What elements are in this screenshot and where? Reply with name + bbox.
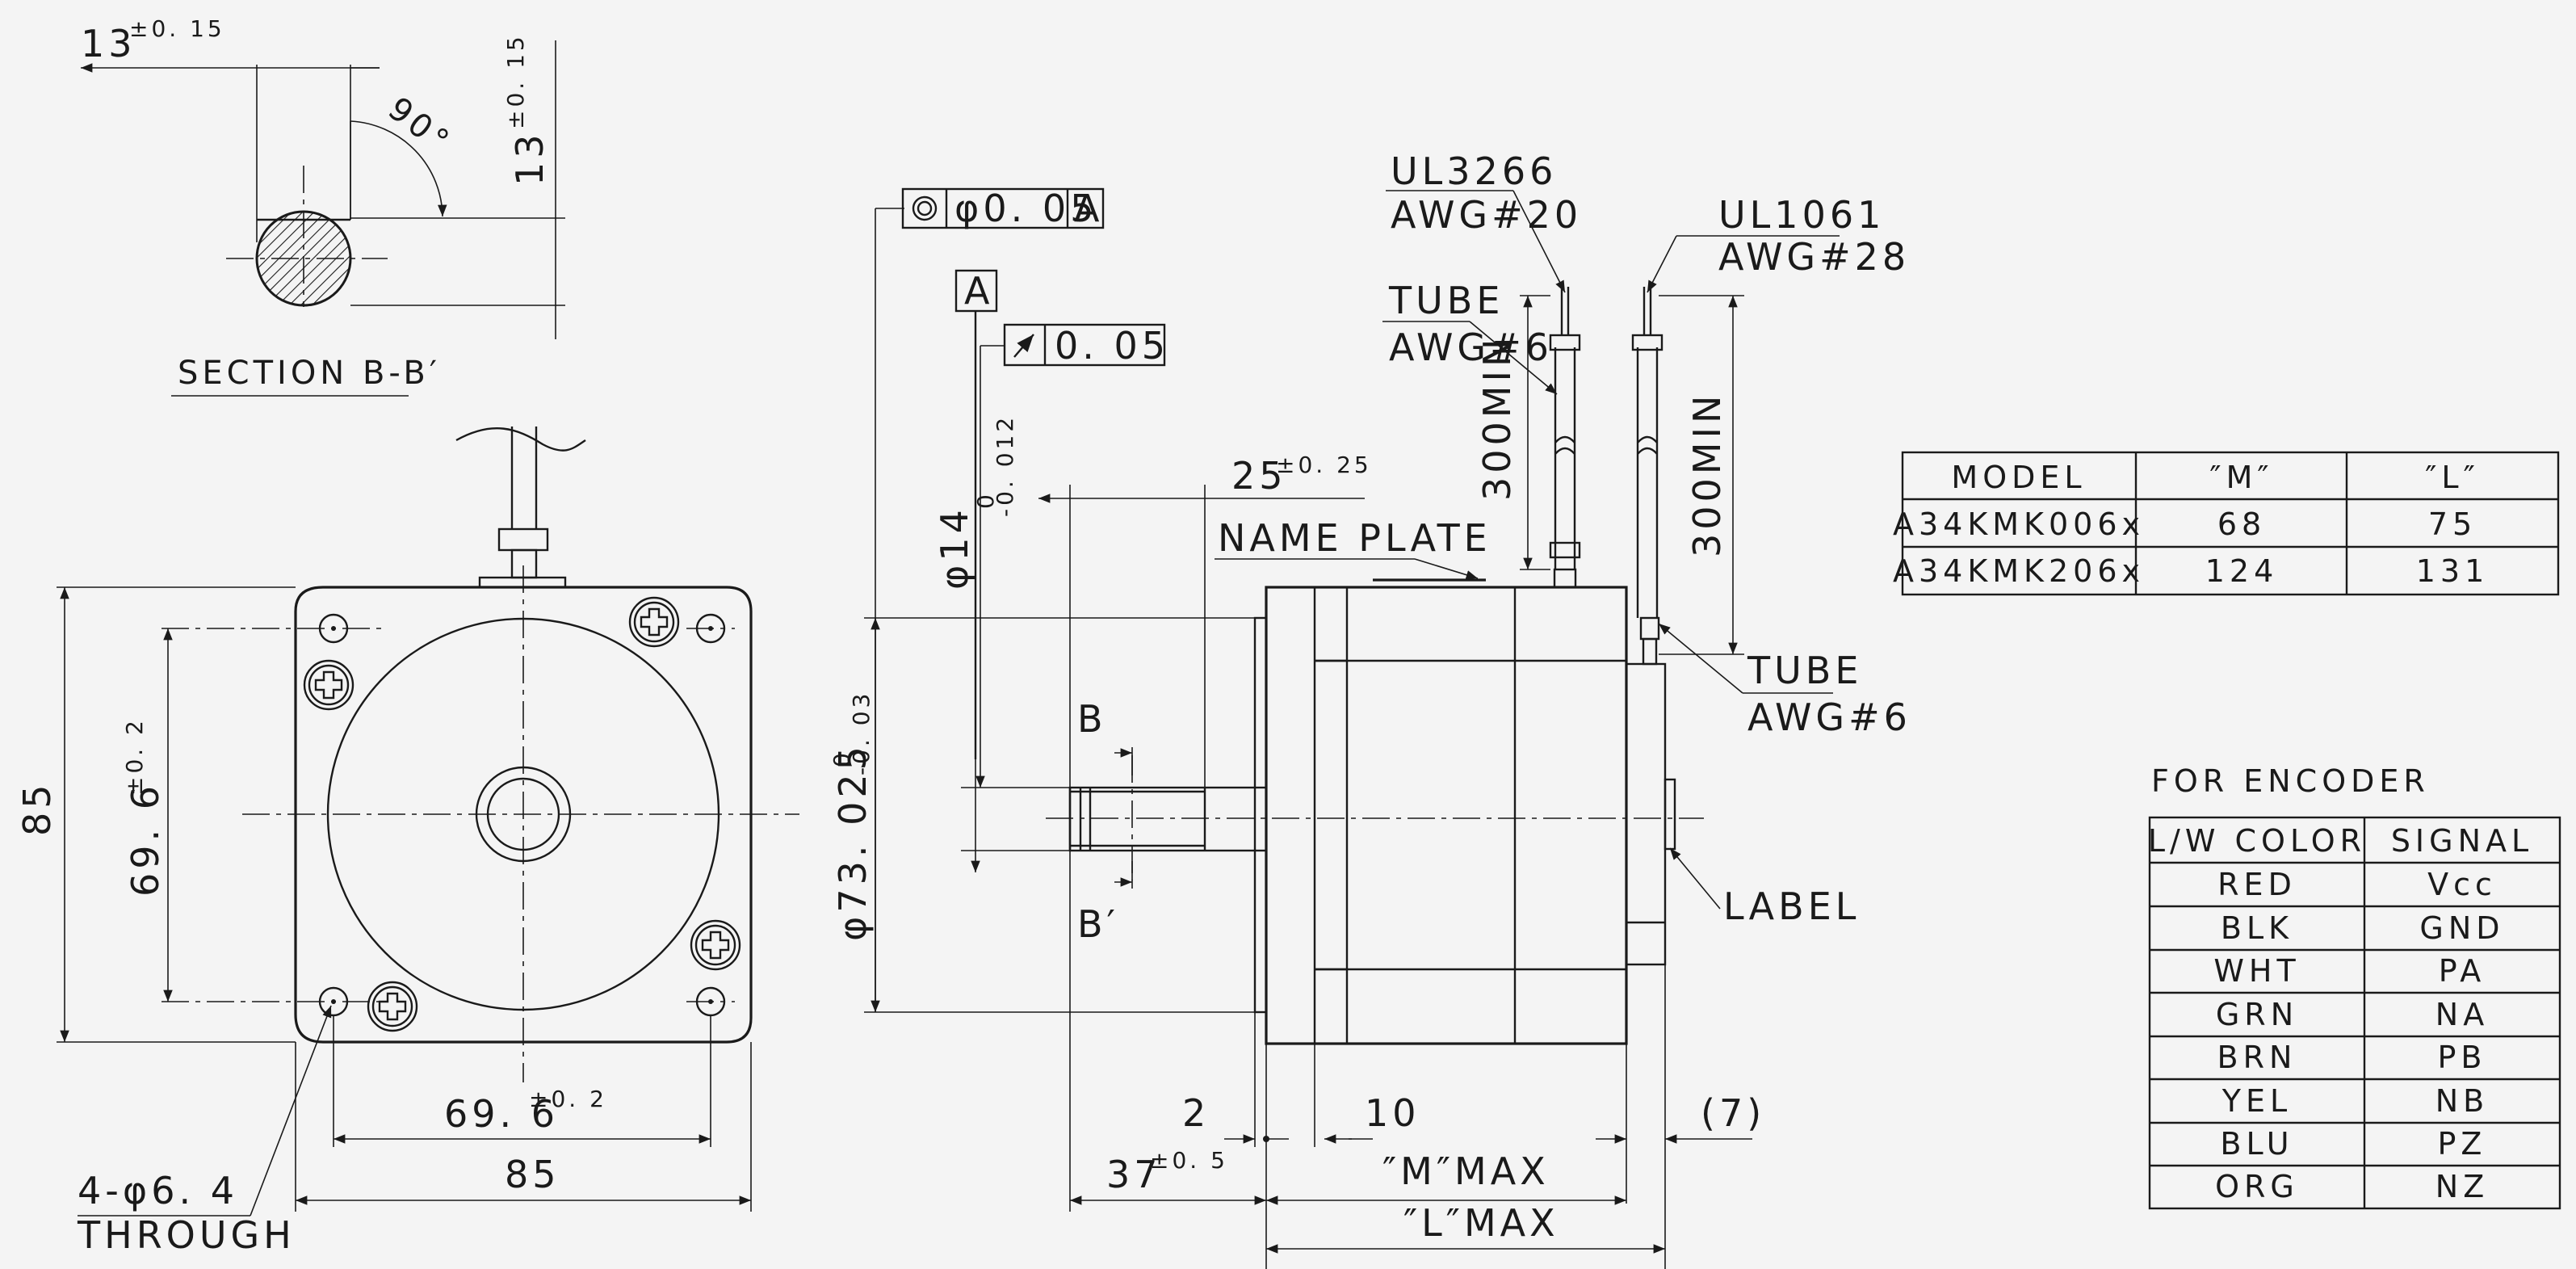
model-header-l: ″L″ <box>2425 460 2480 495</box>
encoder-row-color: RED <box>2217 867 2297 902</box>
lead2-line2: AWG#28 <box>1718 235 1910 279</box>
dim-pilot: 2 <box>1182 1091 1210 1135</box>
shaft-dia: φ14 <box>933 506 976 590</box>
runout-value: 0. 05 <box>1055 324 1169 368</box>
section-b-prime-mark: B′ <box>1077 902 1119 946</box>
dim-l: ″L″MAX <box>1403 1201 1559 1245</box>
front-dim-width: 85 <box>505 1153 560 1196</box>
shaft-length: 25 <box>1231 454 1287 498</box>
front-dim-bolt-horizontal: 69. 6 <box>444 1092 559 1136</box>
lead1-line1: UL3266 <box>1391 149 1557 193</box>
model-row1-m: 68 <box>2217 506 2266 542</box>
dim-37-tol: ±0. 5 <box>1150 1147 1228 1174</box>
section-dim-width: 13 <box>81 22 136 65</box>
bolt-hole-tr <box>686 613 735 644</box>
encoder-row-color: ORG <box>2215 1169 2299 1204</box>
side-view: φ0. 05 A A 0. 05 φ14 0 -0. 012 φ73. 025 … <box>829 149 1911 1269</box>
encoder-header-color: L/W COLOR <box>2148 823 2366 859</box>
lead2-line1: UL1061 <box>1718 193 1885 237</box>
name-plate-label: NAME PLATE <box>1218 516 1491 560</box>
encoder-row-color: BRN <box>2217 1040 2297 1075</box>
model-row1-l: 75 <box>2428 506 2477 542</box>
screw-tr <box>628 596 680 648</box>
shaft-length-tol: ±0. 25 <box>1276 452 1372 478</box>
tube2-line1: TUBE <box>1747 649 1862 692</box>
front-dim-bolt-horizontal-tol: ±0. 2 <box>529 1086 607 1112</box>
screw-bl <box>367 981 418 1032</box>
section-b-mark: B <box>1077 697 1107 741</box>
encoder-row-signal: Vcc <box>2427 867 2497 902</box>
encoder-row-signal: GND <box>2419 910 2504 946</box>
encoder-row-color: WHT <box>2213 953 2300 989</box>
dim-37: 37 <box>1106 1153 1162 1196</box>
dim-flange: 10 <box>1365 1091 1420 1135</box>
front-view: 85 69. 6 ±0. 2 69. 6 ±0. 2 85 4-φ6. 4 TH… <box>15 427 799 1257</box>
section-view: 13 ±0. 15 13 ±0. 15 90° SECTION B-B′ <box>81 15 565 397</box>
lead1-line2: AWG#20 <box>1391 193 1582 237</box>
model-table: MODEL ″M″ ″L″ A34KMK006x 68 75 A34KMK206… <box>1893 451 2560 596</box>
shaft-dia-tol-lower: -0. 012 <box>992 414 1018 517</box>
dim-7: (7) <box>1701 1091 1765 1135</box>
screw-br <box>690 919 741 971</box>
encoder-row-color: BLK <box>2221 910 2293 946</box>
model-row2-model: A34KMK206x <box>1893 553 2145 589</box>
shaft-dia-tol-upper: 0 <box>972 491 999 509</box>
encoder-header-signal: SIGNAL <box>2391 823 2533 859</box>
front-dim-bolt-vertical-tol: ±0. 2 <box>121 717 148 796</box>
label-callout: LABEL <box>1723 885 1860 928</box>
tube1-line1: TUBE <box>1388 279 1504 322</box>
hole-callout-line2: THROUGH <box>77 1213 296 1257</box>
pilot-dia-tol-upper: 0 <box>829 750 855 767</box>
datum-label: A <box>964 269 993 313</box>
dim-m: ″M″MAX <box>1382 1149 1550 1193</box>
front-dim-bolt-vertical: 69. 6 <box>124 782 167 897</box>
screw-tl <box>303 659 355 711</box>
model-row1-model: A34KMK006x <box>1893 506 2145 542</box>
bolt-hole-bl <box>162 986 384 1147</box>
section-dim-width-tol: ±0. 15 <box>129 15 225 42</box>
encoder-row-signal: NB <box>2435 1083 2490 1119</box>
encoder-row-color: BLU <box>2220 1126 2293 1162</box>
encoder-row-color: YEL <box>2221 1083 2292 1119</box>
model-header-model: MODEL <box>1951 460 2086 495</box>
encoder-title: FOR ENCODER <box>2151 763 2430 799</box>
tube2-line2: AWG#6 <box>1747 695 1911 739</box>
pilot-dia: φ73. 025 <box>831 742 875 941</box>
concentricity-datum: A <box>1074 187 1103 230</box>
encoder-row-signal: PA <box>2439 953 2486 989</box>
tube1-line2: AWG#6 <box>1389 326 1553 369</box>
lead1-length: 300MIN <box>1475 335 1519 501</box>
pilot-dia-tol-lower: -0. 03 <box>848 691 875 775</box>
hole-callout-line1: 4-φ6. 4 <box>78 1169 238 1212</box>
encoder-row-signal: NA <box>2435 997 2489 1032</box>
bolt-hole-br <box>686 986 735 1147</box>
front-dim-height: 85 <box>15 780 59 836</box>
encoder-row-signal: NZ <box>2435 1169 2489 1204</box>
encoder-table: FOR ENCODER L/W COLOR SIGNAL RED Vcc BLK… <box>2148 763 2561 1210</box>
section-title: SECTION B-B′ <box>178 355 441 392</box>
section-angle: 90° <box>381 90 459 162</box>
encoder-row-signal: PZ <box>2438 1126 2487 1162</box>
lead2-length: 300MIN <box>1685 392 1729 557</box>
section-dim-height: 13 <box>508 130 552 186</box>
concentricity-value: φ0. 05 <box>954 187 1097 230</box>
section-dim-height-tol: ±0. 15 <box>502 33 529 129</box>
bolt-hole-tl <box>162 613 384 644</box>
model-header-m: ″M″ <box>2209 460 2273 495</box>
encoder-row-color: GRN <box>2216 997 2298 1032</box>
model-row2-l: 131 <box>2416 553 2490 589</box>
model-row2-m: 124 <box>2205 553 2279 589</box>
encoder-row-signal: PB <box>2438 1040 2487 1075</box>
